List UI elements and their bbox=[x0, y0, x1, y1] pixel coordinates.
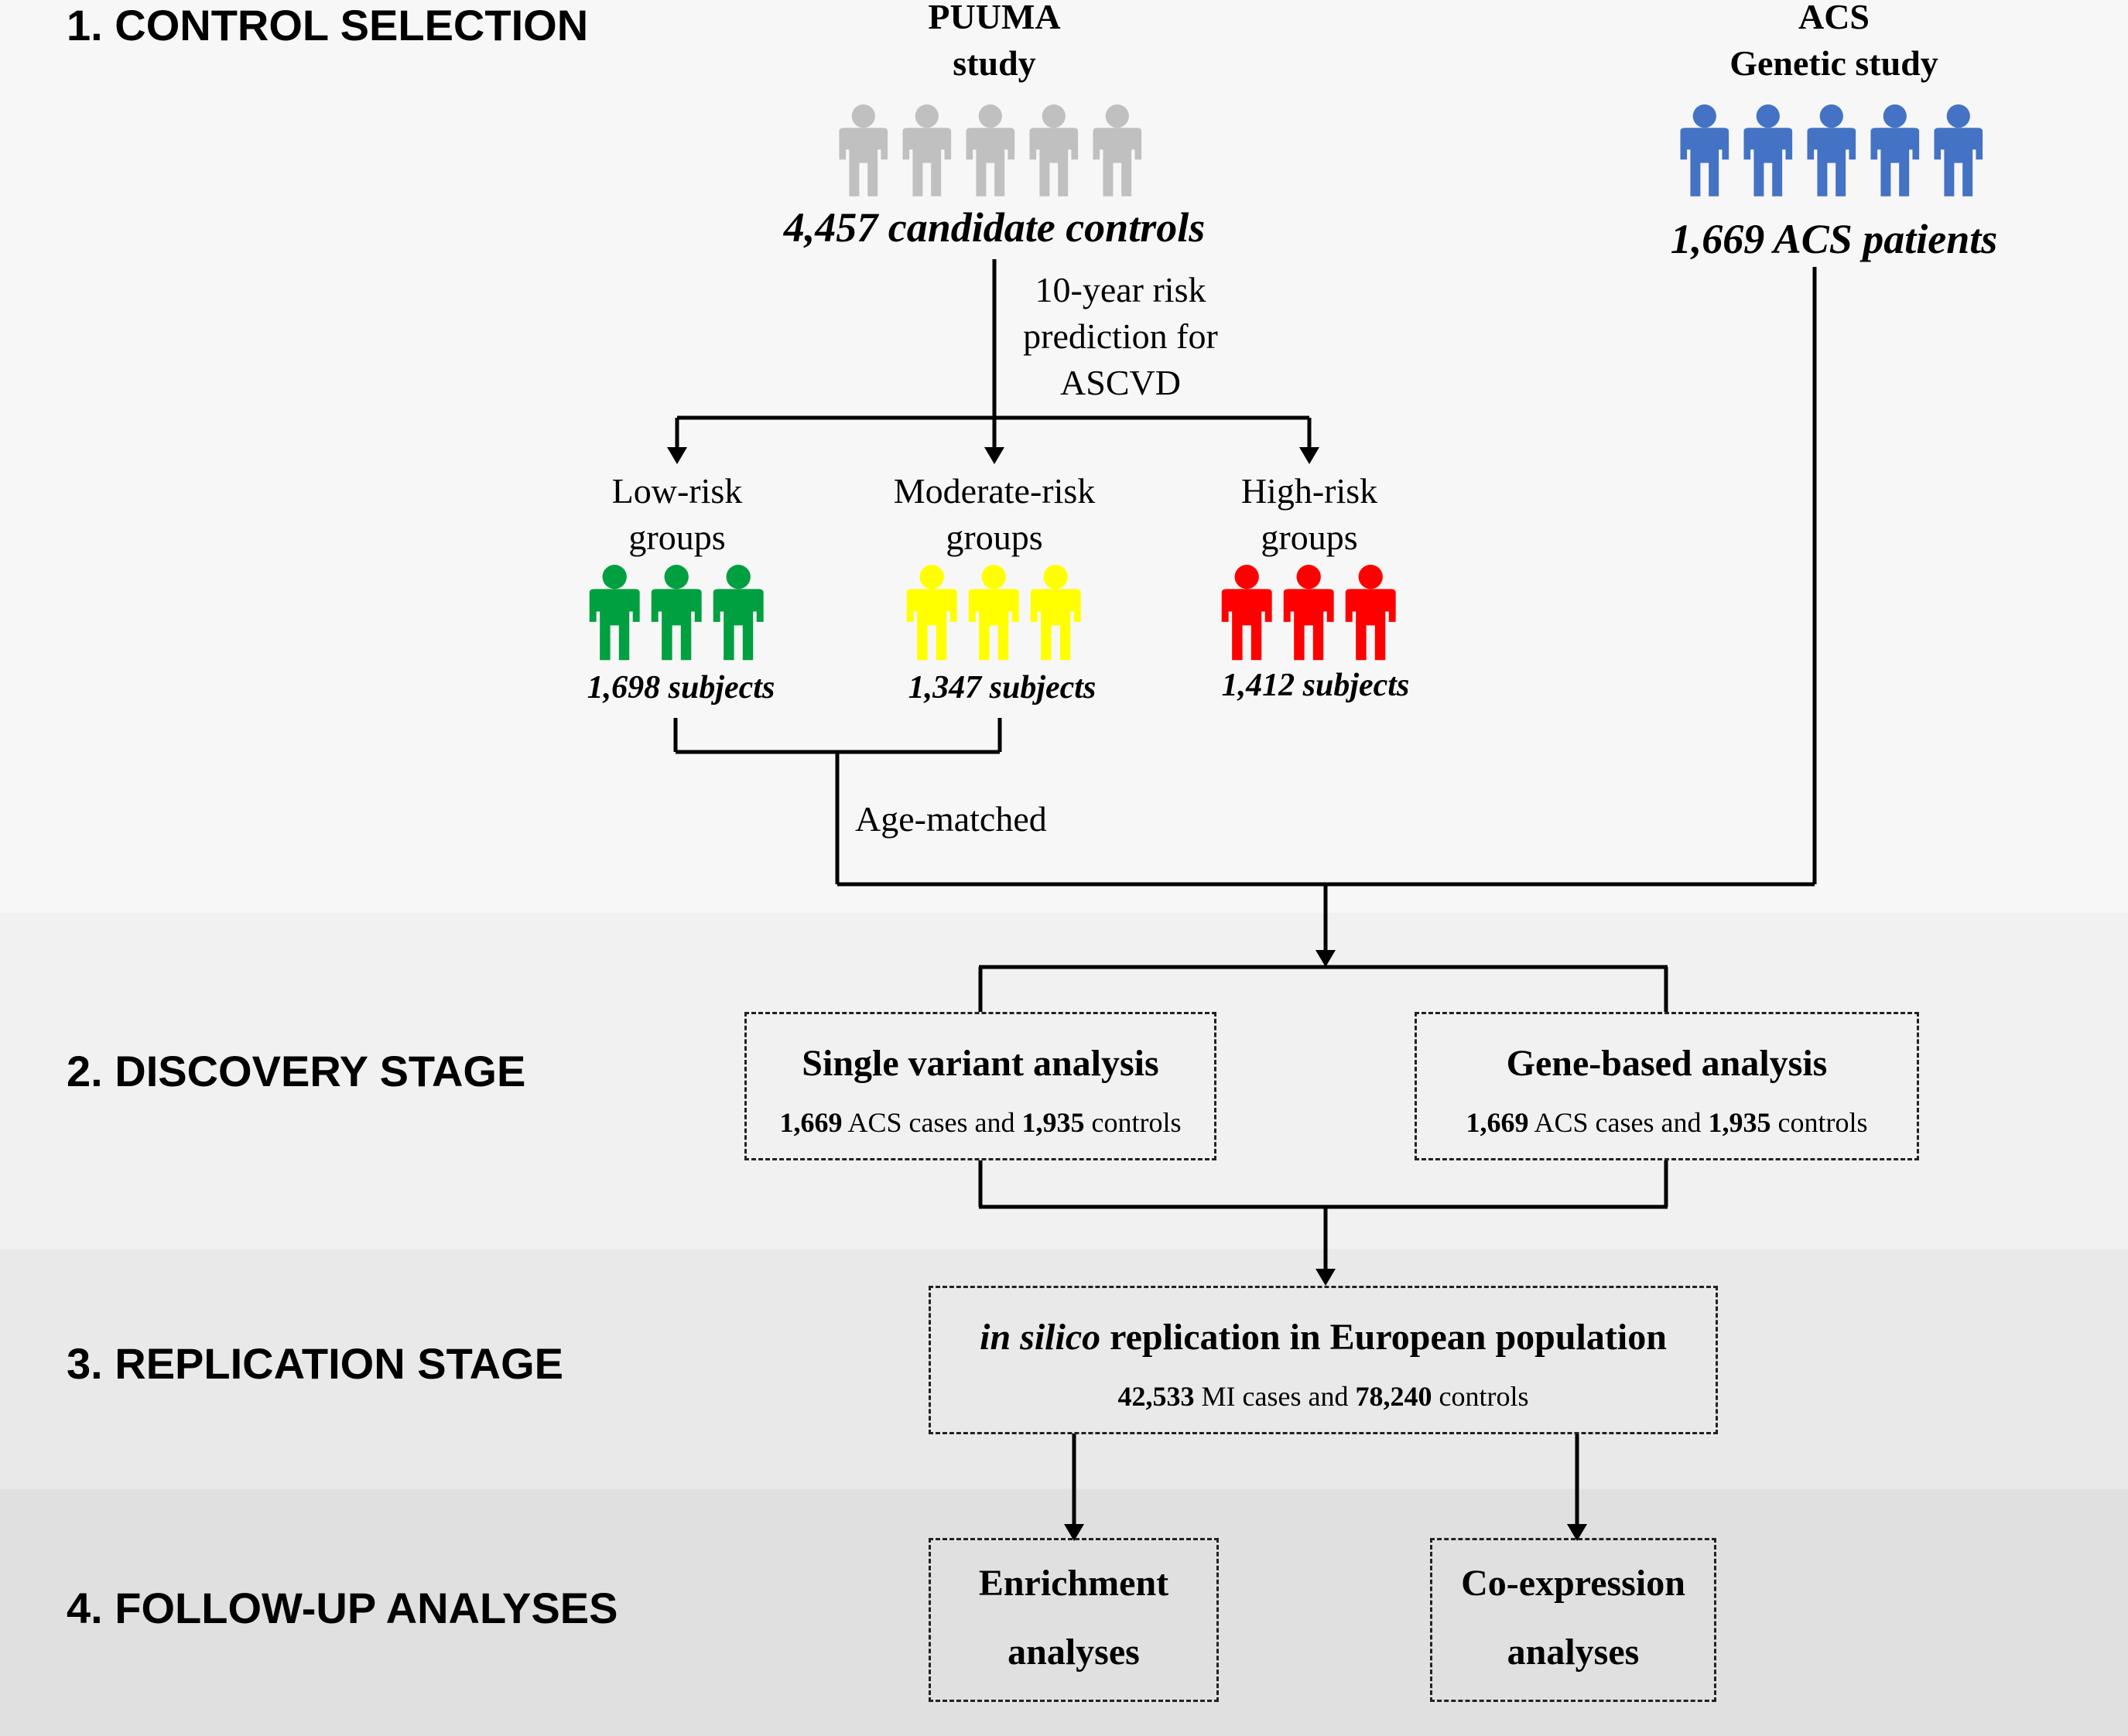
risk-group-person-icon bbox=[1345, 565, 1396, 661]
risk-group-person-icon bbox=[1221, 565, 1272, 661]
replication-n-controls: 78,240 bbox=[1355, 1381, 1432, 1412]
high-risk-label-line2: groups bbox=[1261, 518, 1358, 557]
arrowhead-enrichment bbox=[1064, 1524, 1084, 1541]
puuma-person-icon bbox=[839, 104, 888, 196]
gene-based-sample: 1,669 ACS cases and 1,935 controls bbox=[1417, 1106, 1917, 1139]
arrowhead-coexpression bbox=[1567, 1524, 1587, 1541]
acs-person-icon bbox=[1807, 104, 1856, 196]
acs-person-icon bbox=[1743, 104, 1793, 196]
arrowhead-replication bbox=[1315, 1269, 1336, 1286]
low-risk-label-line1: Low-risk bbox=[611, 471, 743, 511]
stage-title-control-selection: 1. CONTROL SELECTION bbox=[67, 1, 589, 50]
acs-person-icon bbox=[1934, 104, 1983, 196]
low-risk-label-line2: groups bbox=[628, 518, 726, 557]
puuma-person-icon bbox=[966, 104, 1015, 196]
replication-title-italic: in silico bbox=[980, 1317, 1101, 1358]
puuma-title-line2: study bbox=[953, 43, 1036, 83]
stage-title-discovery: 2. DISCOVERY STAGE bbox=[67, 1047, 526, 1095]
high-risk-people-icons bbox=[1221, 565, 1396, 661]
moderate-risk-people-icons bbox=[906, 565, 1081, 661]
moderate-risk-label-line2: groups bbox=[946, 518, 1043, 557]
low-risk-label: Low-risk groups bbox=[542, 468, 813, 561]
coexpression-line1: Co-expression bbox=[1461, 1563, 1685, 1604]
single-variant-title: Single variant analysis bbox=[802, 1043, 1159, 1084]
single-variant-analysis-box: Single variant analysis 1,669 ACS cases … bbox=[744, 1012, 1216, 1160]
single-variant-n-cases: 1,669 bbox=[779, 1107, 843, 1138]
puuma-count: 4,457 candidate controls bbox=[783, 204, 1206, 251]
risk-prediction-line3: ASCVD bbox=[1060, 363, 1181, 402]
stage-title-replication: 3. REPLICATION STAGE bbox=[67, 1339, 563, 1388]
risk-group-person-icon bbox=[713, 565, 764, 661]
high-risk-label: High-risk groups bbox=[1174, 468, 1445, 561]
acs-count: 1,669 ACS patients bbox=[1670, 216, 1998, 262]
replication-controls-text: controls bbox=[1432, 1381, 1529, 1412]
risk-group-person-icon bbox=[1283, 565, 1334, 661]
arrowhead-high-risk bbox=[1299, 447, 1319, 464]
moderate-risk-label-line1: Moderate-risk bbox=[893, 471, 1096, 511]
risk-prediction-line1: 10-year risk bbox=[1035, 270, 1206, 309]
enrichment-line1: Enrichment bbox=[978, 1563, 1169, 1604]
replication-sample: 42,533 MI cases and 78,240 controls bbox=[931, 1380, 1716, 1413]
arrowhead-discovery bbox=[1315, 950, 1336, 967]
age-matched-label: Age-matched bbox=[855, 799, 1047, 839]
band-replication-stage bbox=[0, 1249, 2128, 1489]
stage-title-followup: 4. FOLLOW-UP ANALYSES bbox=[67, 1584, 618, 1632]
enrichment-line2: analyses bbox=[1008, 1632, 1140, 1673]
acs-people-icons bbox=[1680, 104, 1983, 196]
replication-cases-text: MI cases and bbox=[1194, 1381, 1356, 1412]
band-followup-analyses bbox=[0, 1489, 2128, 1736]
replication-title: in silico replication in European popula… bbox=[931, 1316, 1716, 1358]
risk-prediction-line2: prediction for bbox=[1023, 316, 1218, 356]
single-variant-controls-text: controls bbox=[1084, 1107, 1182, 1138]
high-risk-count: 1,412 subjects bbox=[1221, 668, 1410, 703]
puuma-title-line1: PUUMA bbox=[928, 0, 1061, 36]
moderate-risk-count: 1,347 subjects bbox=[908, 670, 1097, 706]
acs-title-line2: Genetic study bbox=[1729, 43, 1938, 83]
single-variant-n-controls: 1,935 bbox=[1021, 1107, 1085, 1138]
gene-based-n-cases: 1,669 bbox=[1466, 1107, 1529, 1138]
puuma-person-icon bbox=[1093, 104, 1142, 196]
high-risk-label-line1: High-risk bbox=[1240, 471, 1378, 511]
acs-title: ACS Genetic study bbox=[1679, 0, 1989, 87]
replication-box: in silico replication in European popula… bbox=[929, 1286, 1718, 1434]
moderate-risk-label: Moderate-risk groups bbox=[840, 468, 1149, 561]
puuma-person-icon bbox=[902, 104, 952, 196]
gene-based-n-controls: 1,935 bbox=[1708, 1107, 1771, 1138]
replication-n-cases: 42,533 bbox=[1117, 1381, 1195, 1412]
risk-group-person-icon bbox=[589, 565, 640, 661]
single-variant-cases-text: ACS cases and bbox=[842, 1107, 1022, 1138]
coexpression-line2: analyses bbox=[1507, 1632, 1640, 1673]
risk-group-person-icon bbox=[1030, 565, 1081, 661]
risk-group-person-icon bbox=[968, 565, 1019, 661]
puuma-people-icons bbox=[839, 104, 1142, 196]
gene-based-title: Gene-based analysis bbox=[1506, 1043, 1828, 1084]
low-risk-people-icons bbox=[589, 565, 764, 661]
risk-prediction-label: 10-year risk prediction for ASCVD bbox=[1004, 267, 1237, 406]
risk-group-person-icon bbox=[651, 565, 702, 661]
acs-person-icon bbox=[1680, 104, 1729, 196]
coexpression-analyses-box: Co-expression analyses bbox=[1430, 1538, 1716, 1702]
arrowhead-moderate-risk bbox=[984, 447, 1004, 464]
low-risk-count: 1,698 subjects bbox=[587, 670, 775, 706]
acs-person-icon bbox=[1870, 104, 1920, 196]
enrichment-analyses-box: Enrichment analyses bbox=[929, 1538, 1219, 1702]
puuma-title: PUUMA study bbox=[840, 0, 1149, 87]
arrowhead-low-risk bbox=[667, 447, 687, 464]
gene-based-analysis-box: Gene-based analysis 1,669 ACS cases and … bbox=[1415, 1012, 1919, 1160]
puuma-person-icon bbox=[1029, 104, 1079, 196]
acs-title-line1: ACS bbox=[1798, 0, 1870, 36]
replication-title-rest: replication in European population bbox=[1100, 1317, 1667, 1358]
gene-based-controls-text: controls bbox=[1770, 1107, 1868, 1138]
single-variant-sample: 1,669 ACS cases and 1,935 controls bbox=[747, 1106, 1214, 1139]
gene-based-cases-text: ACS cases and bbox=[1528, 1107, 1709, 1138]
risk-group-person-icon bbox=[906, 565, 957, 661]
